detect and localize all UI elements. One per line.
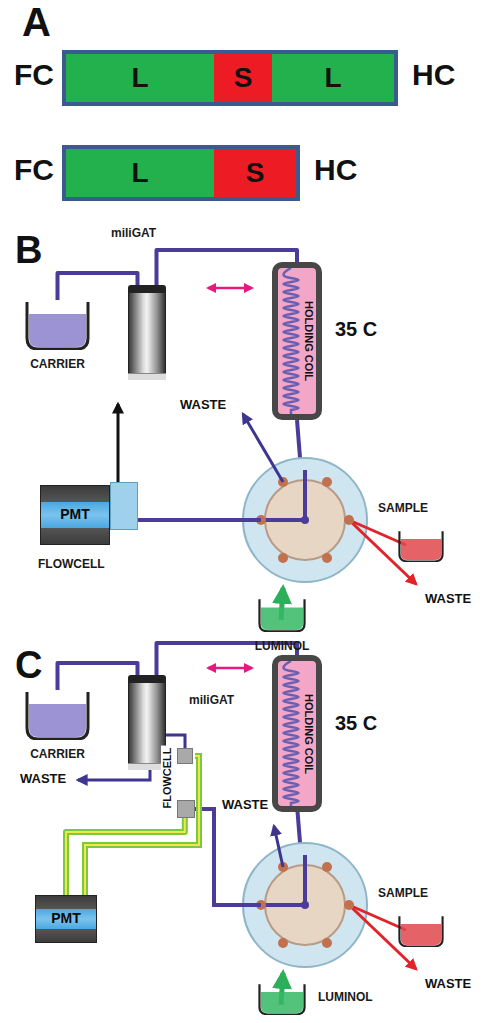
syringe-pump: miliGAT: [128, 285, 166, 380]
waste-label: WASTE: [425, 977, 471, 991]
flowcell: FLOWCELL: [160, 738, 195, 818]
beaker-symbol: [258, 598, 306, 632]
pmt-detector: PMT: [40, 485, 110, 545]
node-text: PMT: [51, 911, 81, 926]
node-text: L: [131, 158, 148, 189]
beaker-symbol: [258, 983, 306, 1015]
connector-stroke: [66, 818, 185, 895]
node-text: L: [131, 63, 148, 94]
connector-stroke: [66, 818, 185, 895]
beaker-symbol: [25, 690, 90, 740]
flowcell-block: [177, 800, 195, 818]
flowcell-block: [177, 748, 193, 764]
node-text: HOLDING COIL: [303, 691, 315, 775]
node-text: HC: [314, 153, 357, 186]
node-text: PMT: [60, 507, 90, 522]
pump-base: [128, 373, 166, 380]
pump-cap: [128, 285, 166, 293]
zone-segment: S: [214, 54, 272, 102]
node-text: SAMPLE: [378, 887, 428, 900]
node-text: S: [246, 158, 265, 189]
carrier-reservoir: CARRIER: [25, 300, 90, 350]
node-text: LUMINOL: [318, 991, 373, 1004]
beaker-symbol: [398, 530, 444, 562]
pmt-detector: PMT: [35, 895, 97, 943]
node-text: CARRIER: [30, 748, 85, 761]
pump-cap: [128, 675, 166, 683]
sample-train-bar: FCHCLS: [62, 145, 300, 201]
carrier-reservoir: CARRIER: [25, 690, 90, 740]
connector-stroke: [58, 663, 138, 690]
waste-label: WASTE: [20, 772, 66, 786]
node-text: FC: [14, 153, 54, 186]
tubing-line: [58, 273, 138, 300]
temperature-label: 35 C: [335, 318, 377, 340]
panel-letter: B: [15, 230, 42, 272]
temperature-label: 35 C: [335, 712, 377, 734]
node-text: FLOWCELL: [38, 558, 105, 571]
node-text: miliGAT: [111, 227, 156, 240]
zone-segment: L: [66, 54, 214, 102]
optical-fiber: [66, 818, 185, 895]
node-text: FLOWCELL: [161, 745, 173, 810]
node-text: S: [234, 63, 253, 94]
luminol-reservoir: LUMINOL: [258, 983, 306, 1015]
waste-label: WASTE: [425, 592, 471, 606]
zone-segment: L: [66, 149, 214, 197]
waste-label: WASTE: [180, 398, 226, 412]
beaker-symbol: [25, 300, 90, 350]
tubing-line: [58, 663, 138, 690]
luminol-reservoir: LUMINOL: [258, 598, 306, 632]
beaker-symbol: [398, 915, 444, 947]
zone-segment: L: [272, 54, 394, 102]
node-text: LUMINOL: [255, 640, 310, 653]
holding-coil: HOLDING COIL: [272, 262, 322, 420]
node-text: L: [324, 63, 341, 94]
flowcell: FLOWCELL: [110, 482, 138, 530]
node-text: HC: [412, 58, 455, 91]
sample-vessel: SAMPLE: [398, 530, 444, 562]
sample-train-bar: FCHCLSL: [62, 50, 398, 106]
panel-letter: A: [22, 0, 51, 44]
node-text: miliGAT: [189, 694, 234, 707]
zone-segment: S: [214, 149, 296, 197]
node-text: HOLDING COIL: [303, 299, 315, 383]
holding-coil: HOLDING COIL: [272, 655, 322, 812]
waste-label: WASTE: [222, 798, 268, 812]
node-text: FC: [14, 58, 54, 91]
panel-letter: C: [15, 645, 42, 687]
node-text: SAMPLE: [378, 502, 428, 515]
node-text: CARRIER: [30, 358, 85, 371]
sample-vessel: SAMPLE: [398, 915, 444, 947]
connector-stroke: [58, 273, 138, 300]
